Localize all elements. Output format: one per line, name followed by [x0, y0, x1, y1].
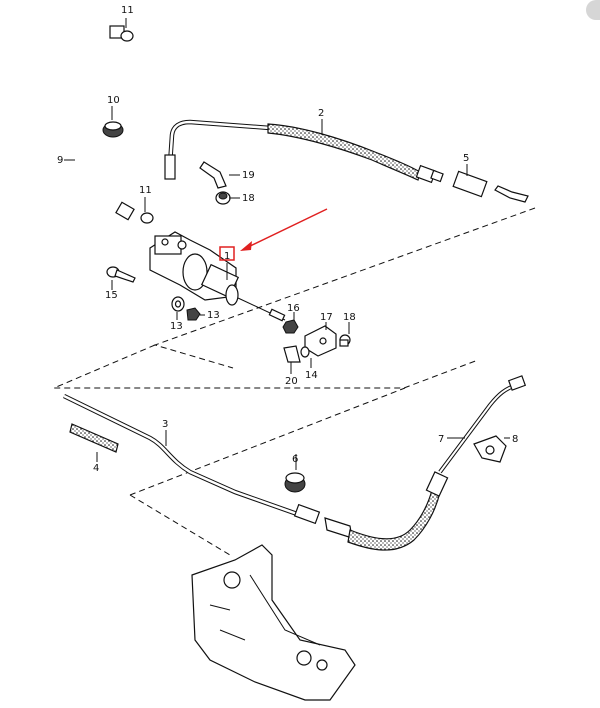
- part-19-bleeder-cap: [199, 161, 227, 189]
- part-5-line-fitting: [452, 170, 529, 203]
- callout-11-lower: 11: [139, 185, 152, 196]
- part-18-bleeder-screw: [215, 191, 231, 205]
- callout-14: 15: [105, 290, 118, 301]
- part-11-hose-clamp-lower: [140, 212, 154, 224]
- part-7-line-to-slave: [324, 375, 527, 551]
- part-12-nut: [186, 307, 201, 321]
- callout-17: 18: [343, 312, 356, 323]
- callout-8: 8: [512, 434, 518, 445]
- assembly-guide-lines: [53, 207, 536, 556]
- pedal-bracket-housing: [191, 544, 356, 701]
- highlight-arrow: [245, 208, 328, 249]
- callout-20: 20: [285, 376, 298, 387]
- part-1-master-cylinder: [149, 231, 286, 322]
- part-9-reservoir-hose: [70, 25, 135, 221]
- callout-5: 5: [463, 153, 469, 164]
- callout-13-lower: 14: [305, 370, 318, 381]
- part-13-washer-lower: [300, 346, 310, 358]
- highlight-box: [219, 246, 235, 261]
- callout-9: 9: [57, 155, 63, 166]
- part-13-washer: [171, 296, 185, 312]
- highlight-annotation: [219, 208, 328, 261]
- highlight-arrow-head: [240, 241, 252, 251]
- scroll-indicator[interactable]: [586, 0, 600, 20]
- callout-6: 6: [292, 454, 298, 465]
- callout-13-upper: 13: [170, 321, 183, 332]
- part-16-clevis: [304, 325, 337, 357]
- part-4-protective-sleeve: [69, 423, 119, 453]
- part-15-nut: [282, 319, 299, 334]
- part-3-clutch-line-lower: [63, 393, 321, 525]
- part-2-clutch-line-upper: [164, 119, 444, 184]
- part-6-damper: [284, 472, 306, 493]
- part-20-clip: [283, 345, 301, 363]
- part-8-bracket-clip: [473, 435, 507, 463]
- part-17-pin: [339, 334, 351, 347]
- callout-12: 13: [207, 310, 220, 321]
- callout-11-top: 11: [121, 5, 134, 16]
- callout-15: 16: [287, 303, 300, 314]
- callout-18: 18: [242, 193, 255, 204]
- callout-19: 19: [242, 170, 255, 181]
- callout-labels: 11 10 9 11 2 5 19 18 1 15 13 13 16 17 18…: [57, 5, 518, 474]
- callout-1: 1: [224, 251, 230, 262]
- leader-lines: [64, 18, 510, 470]
- callout-16: 17: [320, 312, 333, 323]
- callout-2: 2: [318, 108, 324, 119]
- callout-7: 7: [438, 434, 444, 445]
- part-14-bolt: [106, 266, 136, 283]
- part-11-hose-clamp-top: [120, 30, 134, 42]
- callout-4: 4: [93, 463, 99, 474]
- callout-10: 10: [107, 95, 120, 106]
- part-10-grommet: [102, 121, 124, 138]
- callout-3: 3: [162, 419, 168, 430]
